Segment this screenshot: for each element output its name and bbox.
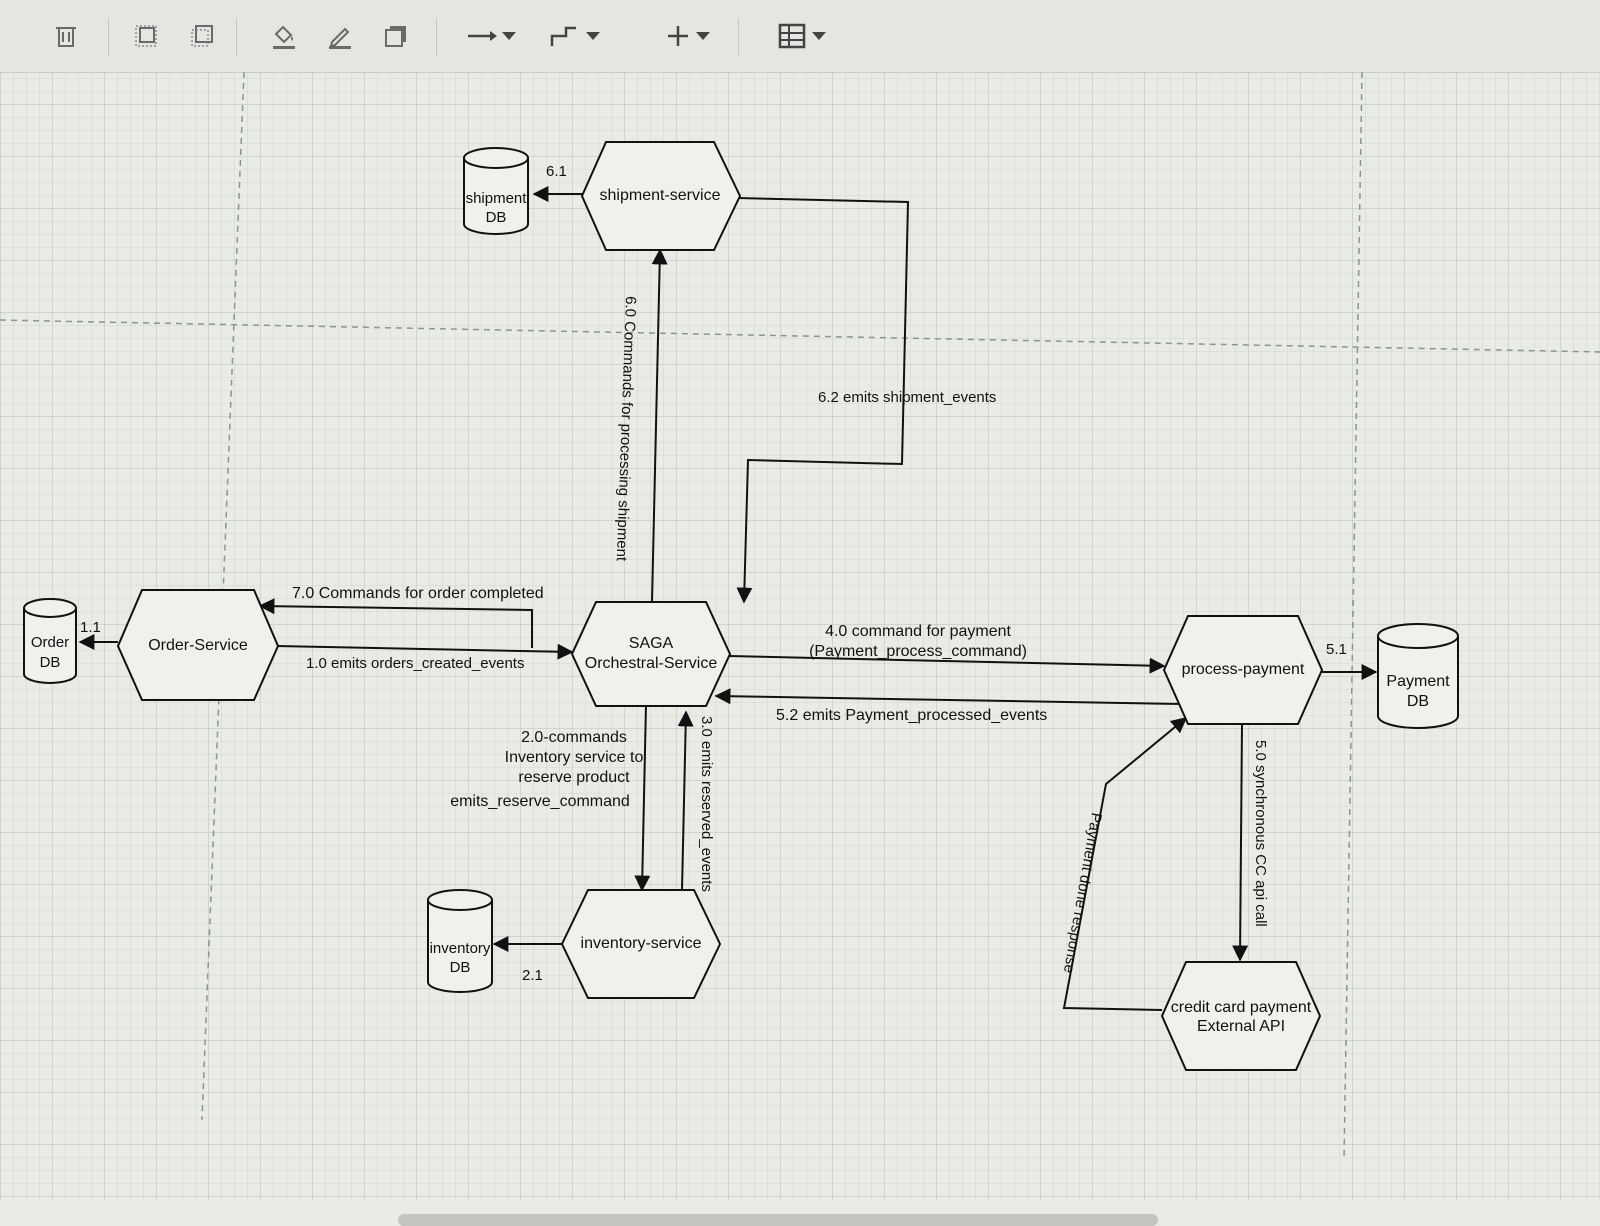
trash-icon [56, 27, 76, 47]
edge-label-3-0: 3.0 emits reserved_events [698, 716, 715, 892]
edge-label-4-0-line1: 4.0 command for payment [825, 623, 1011, 640]
edge-5-0[interactable] [1232, 723, 1249, 962]
edge-1-0[interactable] [275, 643, 574, 660]
diagram-svg: Order-Service Order DB SAGA Orchestral-S… [0, 72, 1600, 1200]
order-db-label-line2: DB [40, 654, 61, 671]
inventory-db-label-line1: inventory [430, 940, 491, 957]
edge-label-2-1: 2.1 [522, 967, 543, 984]
table-icon [778, 23, 826, 49]
delete-button[interactable] [44, 0, 88, 72]
shadow-icon [385, 26, 406, 47]
diagram-canvas[interactable]: Order-Service Order DB SAGA Orchestral-S… [0, 72, 1600, 1226]
edge-7-0[interactable] [258, 598, 533, 648]
edge-6-0[interactable] [651, 248, 668, 603]
saga-orchestrator-node[interactable]: SAGA Orchestral-Service [570, 601, 732, 707]
payment-db-node[interactable]: Payment DB [1377, 623, 1459, 729]
edge-label-5-0: 5.0 synchronous CC api call [1252, 740, 1269, 927]
shipment-db-label-line2: DB [486, 209, 507, 226]
edge-6-2[interactable] [736, 197, 910, 604]
payment-db-label-line2: DB [1407, 693, 1429, 710]
edge-payment-done[interactable] [1062, 716, 1188, 1011]
waypoints-button[interactable] [540, 0, 604, 72]
edge-label-6-1: 6.1 [546, 163, 567, 180]
edge-label-2-0-line3: reserve product [518, 769, 630, 786]
toolbar-separator [436, 18, 437, 56]
arrow-right-icon [468, 31, 516, 41]
toolbar-separator [108, 18, 109, 56]
order-service-node[interactable]: Order-Service [116, 589, 280, 701]
insert-button[interactable] [658, 0, 718, 72]
page-break-line [0, 319, 1600, 353]
elbow-connector-icon [550, 26, 600, 46]
toolbar [0, 0, 1600, 73]
shadow-button[interactable] [374, 0, 418, 72]
saga-label-line2: Orchestral-Service [585, 655, 718, 672]
edge-label-2-0-line2: Inventory service to [505, 749, 644, 766]
plus-icon [668, 26, 710, 46]
to-back-button[interactable] [180, 0, 224, 72]
saga-label-line1: SAGA [629, 635, 674, 652]
edge-2-0[interactable] [634, 703, 651, 892]
shipment-db-label-line1: shipment [466, 190, 528, 207]
order-service-label: Order-Service [148, 637, 248, 654]
shipment-service-node[interactable]: shipment-service [580, 141, 742, 251]
edge-label-5-1: 5.1 [1326, 641, 1347, 658]
horizontal-scrollbar[interactable] [398, 1214, 1158, 1226]
order-db-node[interactable]: Order DB [23, 598, 77, 684]
inventory-db-label-line2: DB [450, 959, 471, 976]
inventory-service-node[interactable]: inventory-service [560, 889, 722, 999]
edge-4-0[interactable] [727, 655, 1166, 674]
inventory-service-label: inventory-service [581, 935, 702, 952]
fill-color-button[interactable] [262, 0, 306, 72]
payment-db-label-line1: Payment [1386, 673, 1450, 690]
page-break-line [1343, 72, 1363, 1161]
pencil-icon [329, 27, 351, 49]
edge-5-2[interactable] [714, 688, 1183, 705]
toolbar-separator [738, 18, 739, 56]
inventory-db-node[interactable]: inventory DB [427, 889, 493, 993]
cc-api-node[interactable]: credit card payment External API [1160, 961, 1322, 1071]
edge-label-6-2: 6.2 emits shipment_events [818, 389, 996, 406]
cc-api-label-line1: credit card payment [1171, 999, 1312, 1016]
order-db-label-line1: Order [31, 634, 69, 651]
edge-3-0[interactable] [677, 710, 694, 891]
paint-bucket-icon [273, 25, 295, 49]
toolbar-separator [236, 18, 237, 56]
edge-label-1-1: 1.1 [80, 619, 101, 636]
shipment-service-label: shipment-service [600, 187, 721, 204]
process-payment-label: process-payment [1182, 661, 1305, 678]
edge-label-2-0-line4: emits_reserve_command [450, 793, 630, 810]
process-payment-node[interactable]: process-payment [1162, 615, 1324, 725]
edge-label-7-0: 7.0 Commands for order completed [292, 585, 544, 602]
edge-label-4-0-line2: (Payment_process_command) [809, 643, 1027, 660]
to-back-icon [191, 25, 213, 47]
shipment-db-node[interactable]: shipment DB [463, 147, 529, 235]
cc-api-label-line2: External API [1197, 1018, 1285, 1035]
edge-label-5-2: 5.2 emits Payment_processed_events [776, 707, 1047, 724]
edge-label-2-0-line1: 2.0-commands [521, 729, 627, 746]
connection-style-button[interactable] [458, 0, 522, 72]
line-color-button[interactable] [318, 0, 362, 72]
to-front-icon [135, 25, 157, 47]
edge-label-1-0: 1.0 emits orders_created_events [306, 655, 524, 672]
page-break-line [201, 72, 245, 1121]
to-front-button[interactable] [124, 0, 168, 72]
table-button[interactable] [770, 0, 834, 72]
